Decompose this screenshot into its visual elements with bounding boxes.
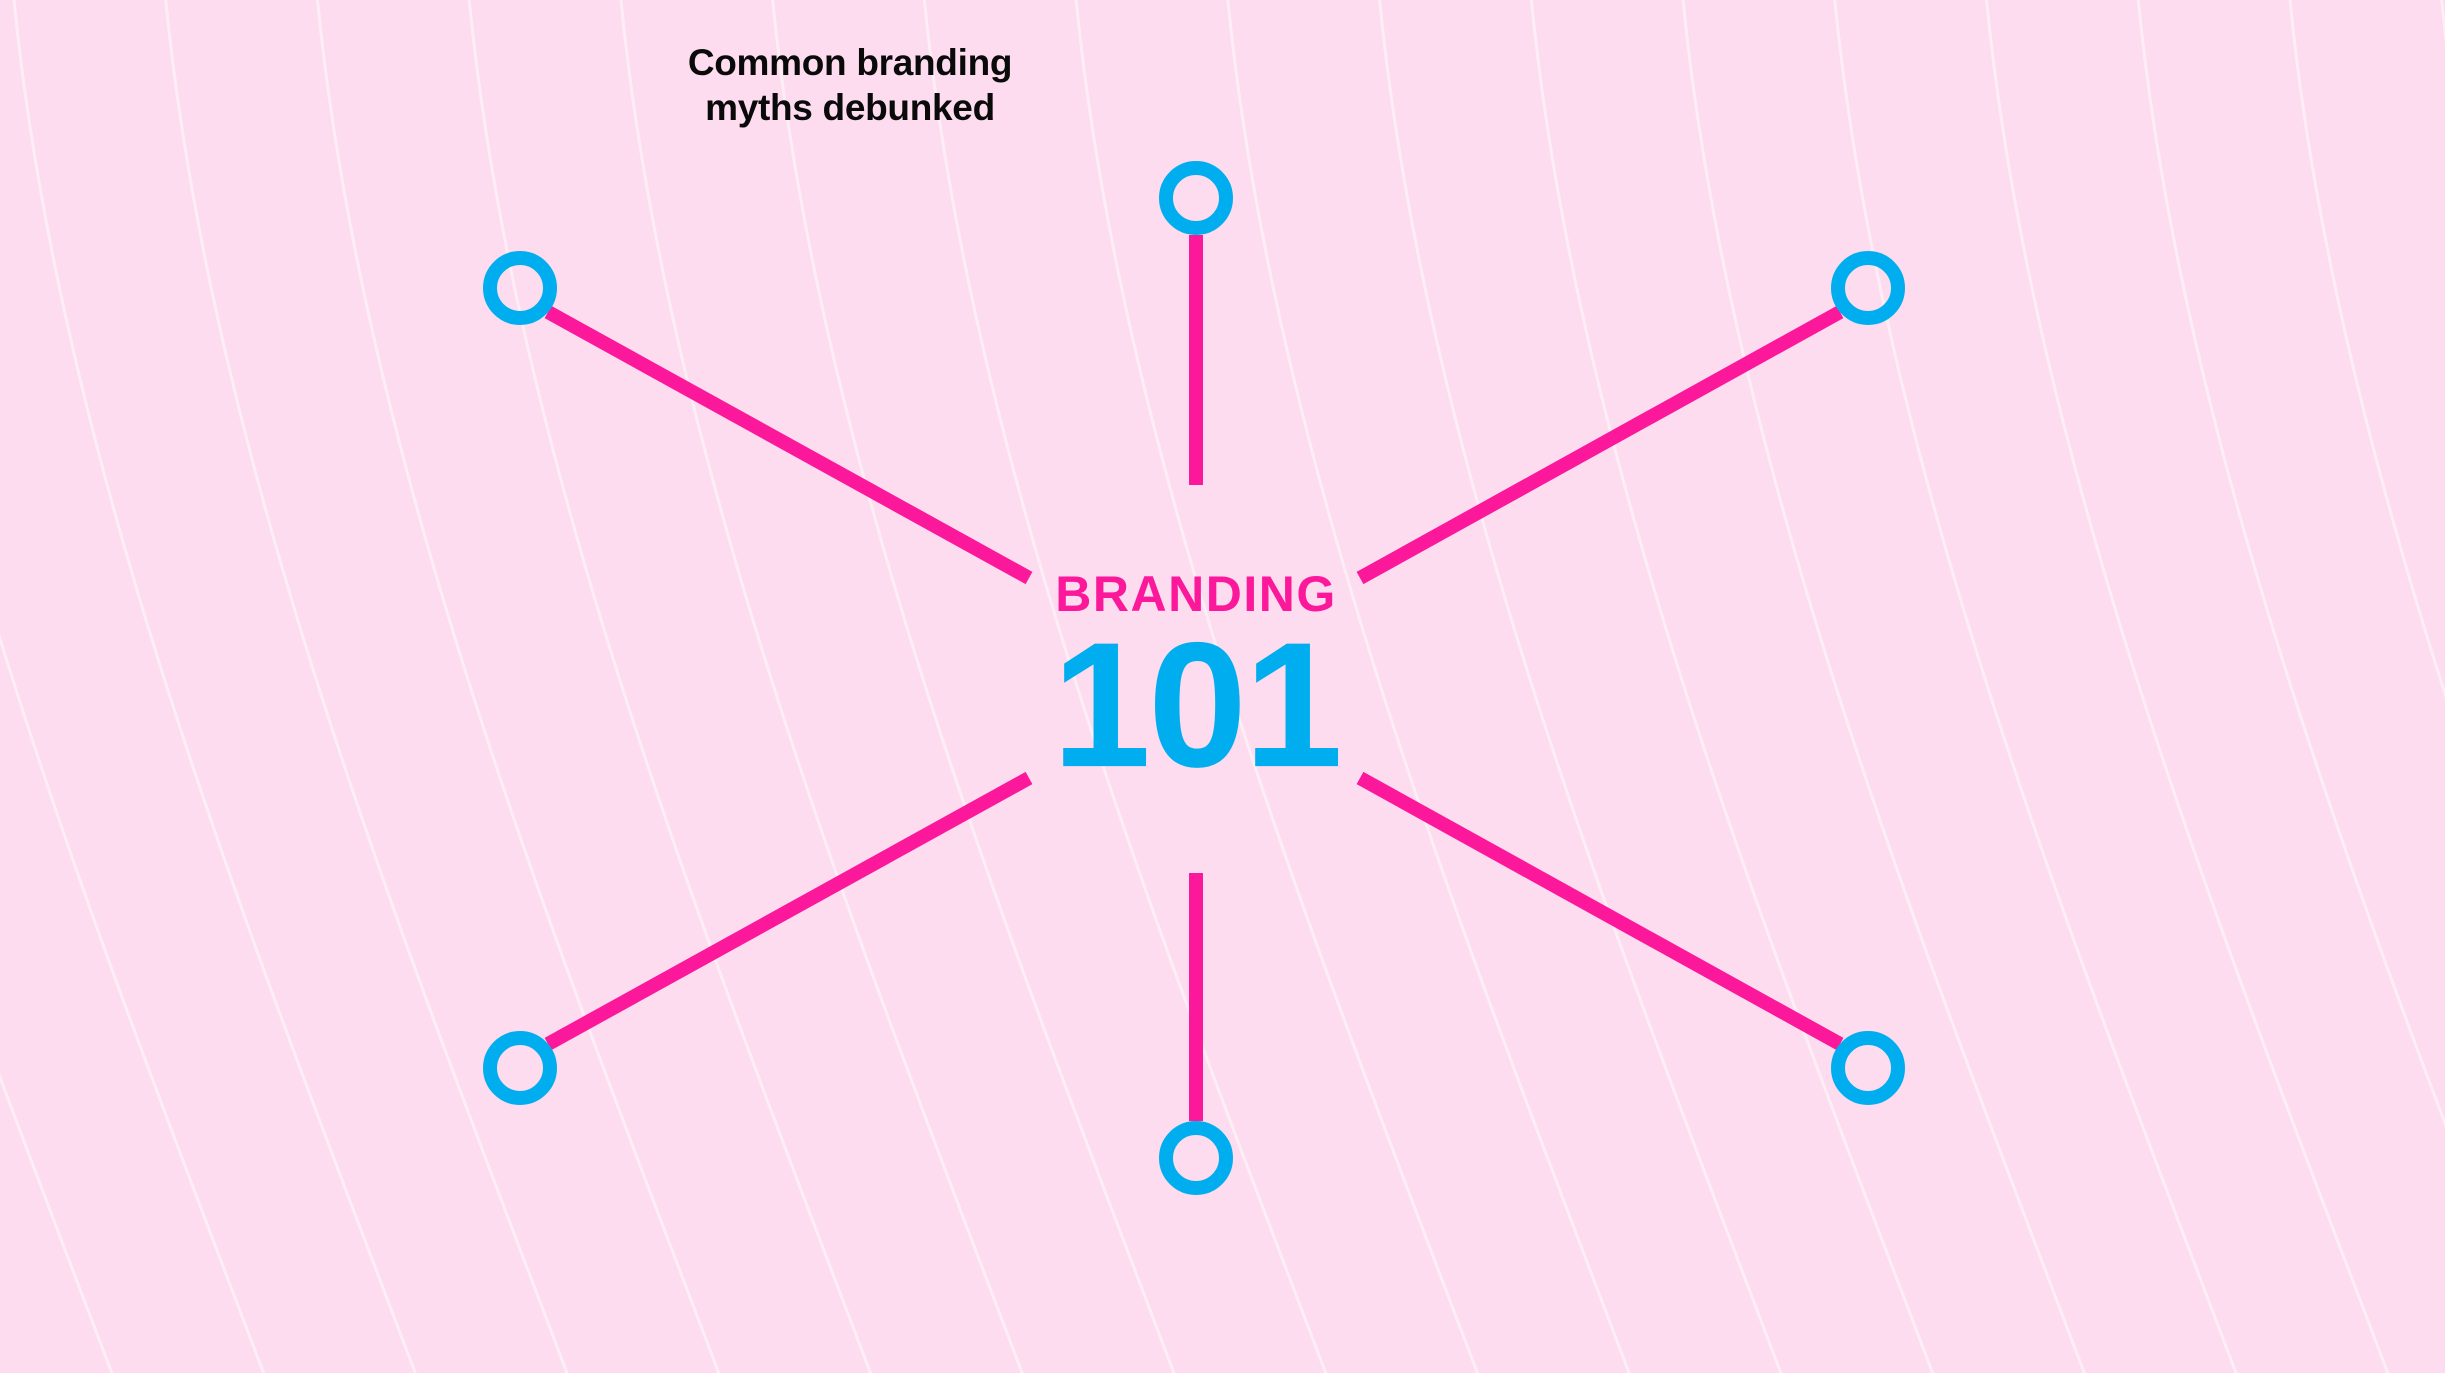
node-bottom-right-ring-icon[interactable] <box>1831 1031 1905 1105</box>
spoke-lines-group <box>544 235 1844 1121</box>
node-bottom-ring-icon[interactable] <box>1159 1121 1233 1195</box>
node-top-left-ring-icon[interactable] <box>483 251 557 325</box>
connector-line-top-right <box>1356 305 1844 585</box>
node-top-ring-icon[interactable] <box>1159 161 1233 235</box>
node-bottom-left-ring-icon[interactable] <box>483 1031 557 1105</box>
connector-line-bottom-right <box>1356 771 1844 1051</box>
connector-line-top-left <box>544 305 1033 585</box>
node-rings-group <box>483 161 1905 1195</box>
node-top-right-ring-icon[interactable] <box>1831 251 1905 325</box>
connector-line-bottom-left <box>544 771 1033 1051</box>
